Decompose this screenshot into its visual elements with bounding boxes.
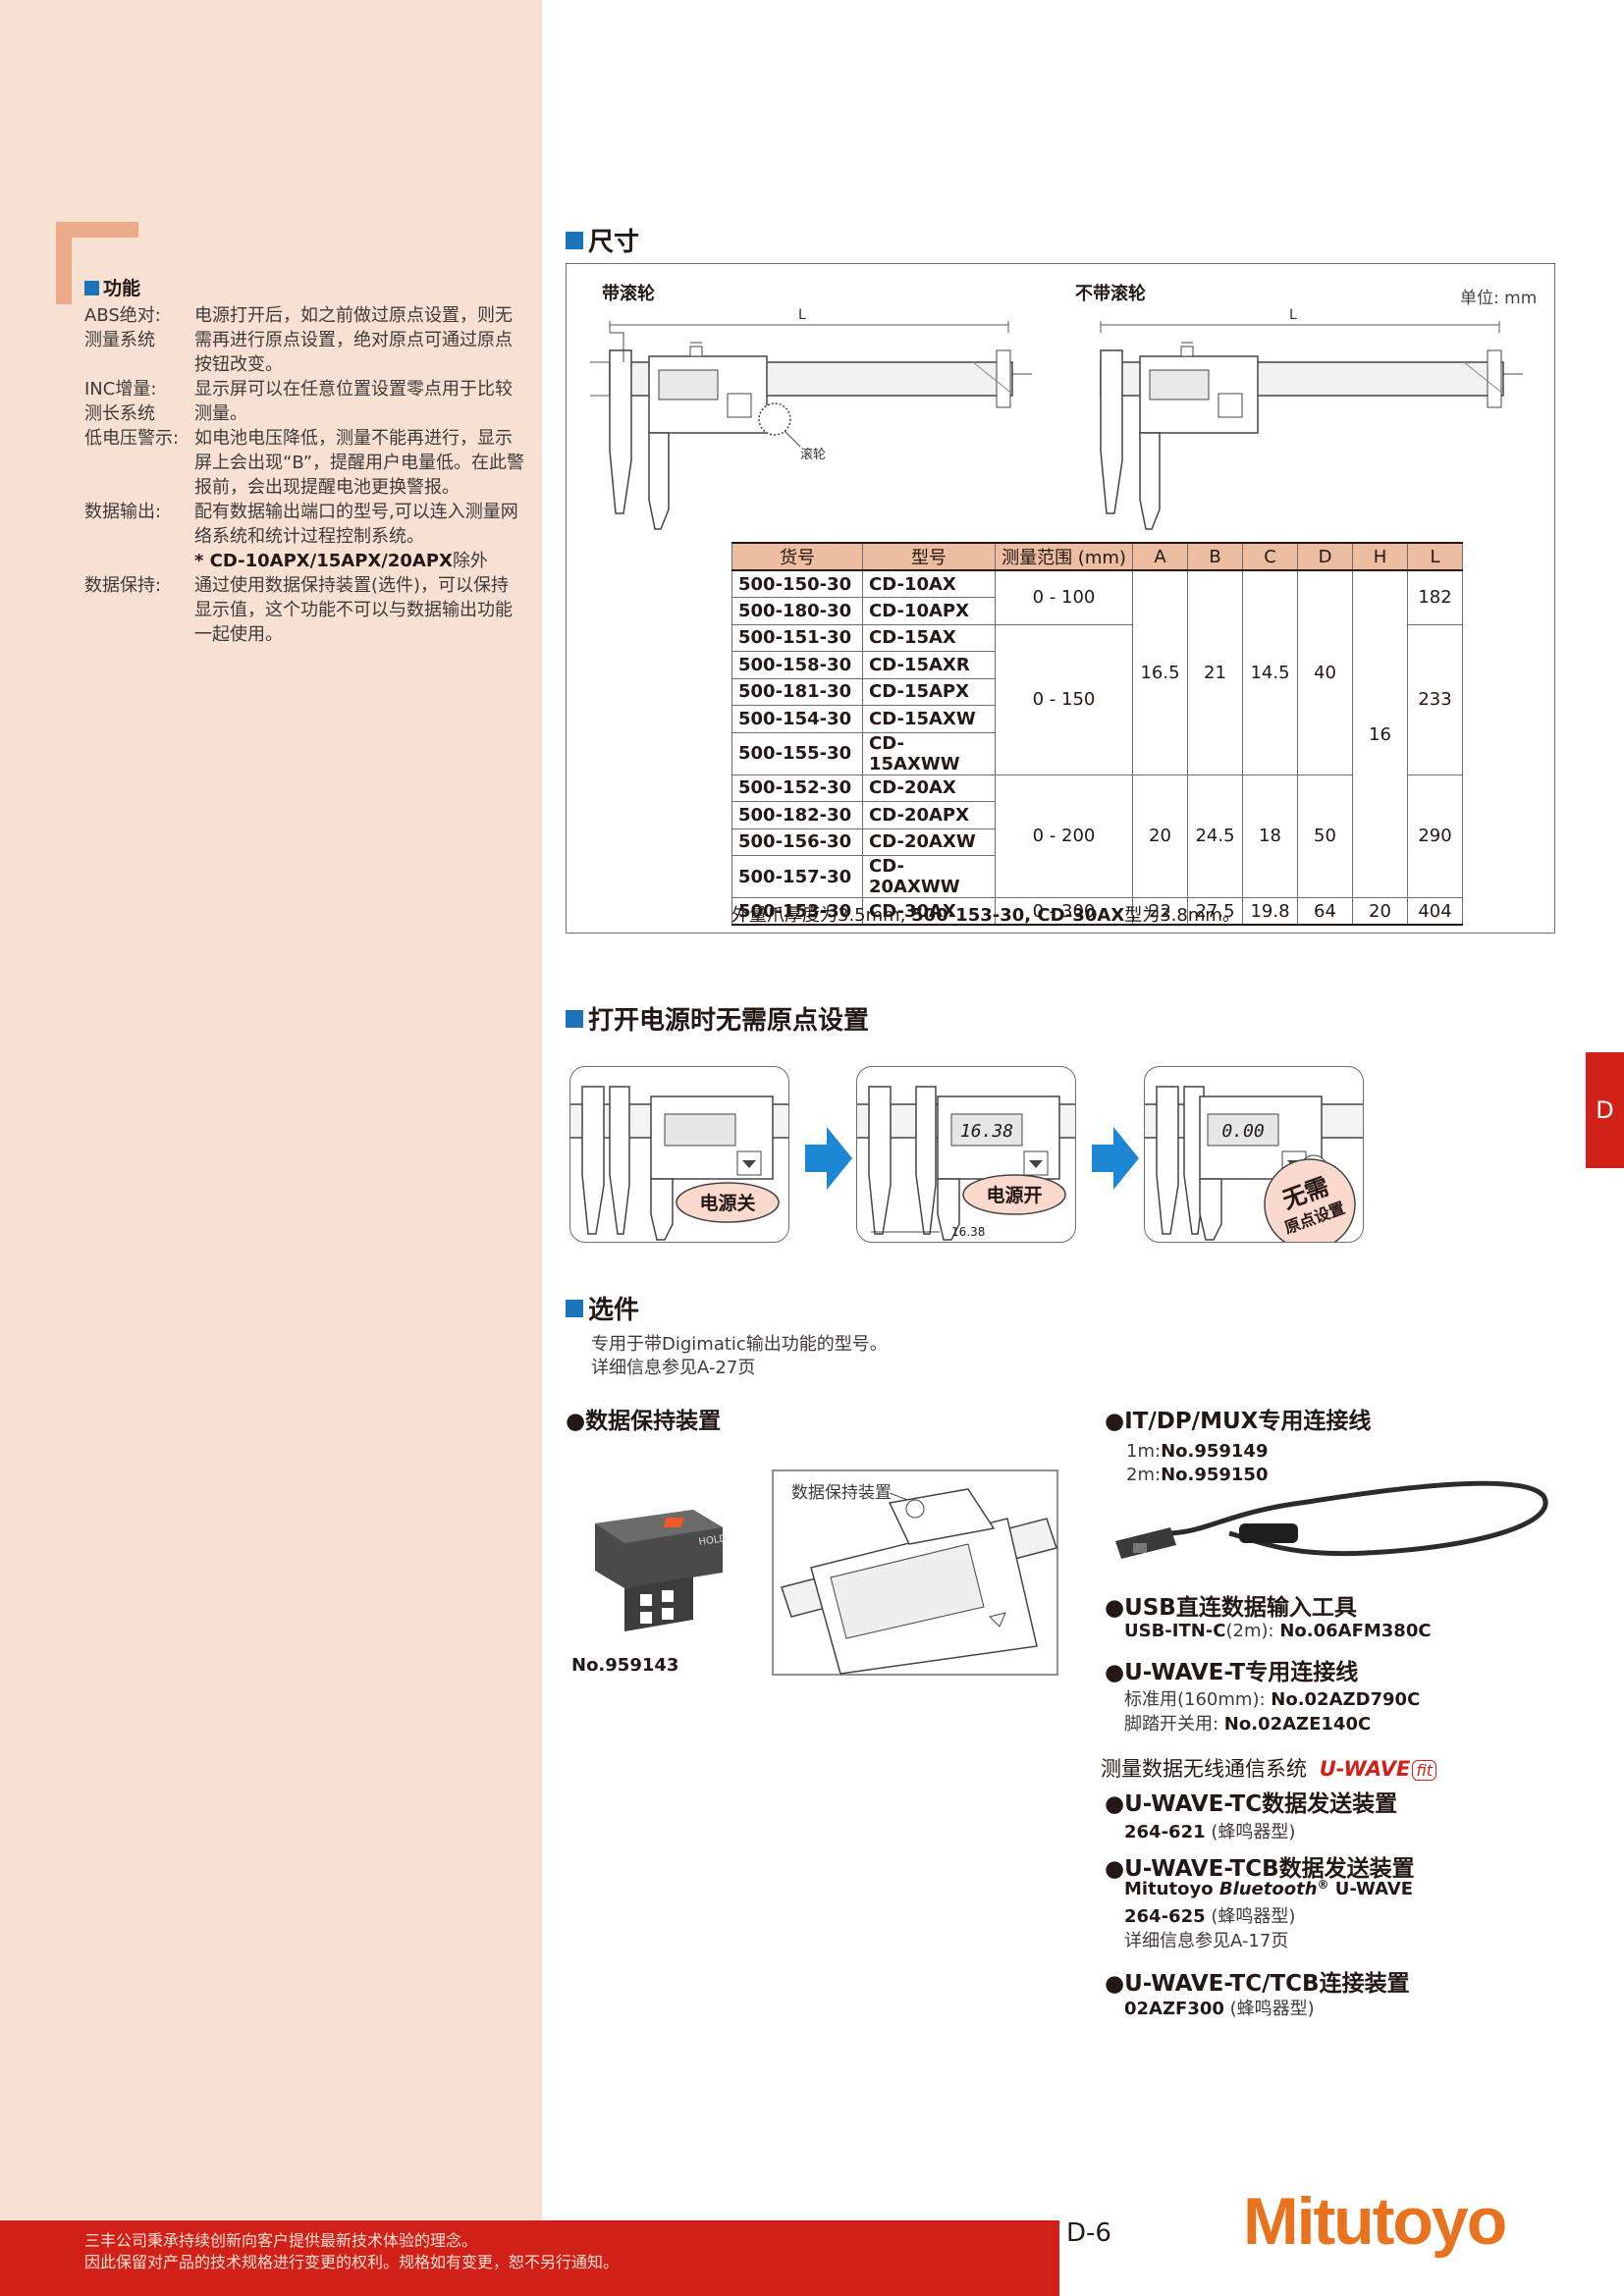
cable-1m: 1m:No.959149 <box>1126 1441 1269 1462</box>
footer-bar <box>0 2220 1059 2296</box>
no-origin-heading: 打开电源时无需原点设置 <box>566 1000 869 1037</box>
caliper-without-roller-drawing: L <box>1100 307 1523 530</box>
data-hold-device-image: HOLD <box>595 1510 728 1631</box>
dimensions-note: 外量爪厚度为3.5mm, 500-153-30, CD-30AX型为3.8mm。 <box>731 905 1240 926</box>
power-on-panel: 16.38 16.38 电源开 <box>856 1066 1076 1243</box>
without-roller-label: 不带滚轮 <box>1075 284 1146 304</box>
uwave-tc-number: 264-621 (蜂鸣器型) <box>1124 1822 1296 1842</box>
unit-label: 单位: mm <box>1460 289 1538 308</box>
power-off-panel: 电源关 <box>569 1066 789 1243</box>
arrow-right-icon <box>1092 1127 1139 1190</box>
data-hold-number: No.959143 <box>571 1655 679 1676</box>
dim-l-label: L <box>798 307 806 323</box>
display-value: 0.00 <box>1221 1121 1264 1142</box>
with-roller-label: 带滚轮 <box>602 284 655 304</box>
function-item: INC增量:测长系统 显示屏可以在任意位置设置零点用于比较测量。 <box>84 379 513 424</box>
uwave-t-standard: 标准用(160mm): No.02AZD790C <box>1124 1689 1421 1710</box>
roller-label: 滚轮 <box>800 447 826 462</box>
data-hold-label: 数据保持装置 <box>791 1483 892 1503</box>
function-item: 低电压警示: 如电池电压降低，测量不能再进行，显示屏上会出现“B”，提醒用户电量… <box>84 428 525 498</box>
dim-l-label: L <box>1289 307 1297 323</box>
uwave-t-footswitch: 脚踏开关用: No.02AZE140C <box>1124 1714 1372 1735</box>
dim-value: 16.38 <box>951 1225 985 1239</box>
usb-title: ●USB直连数据输入工具 <box>1105 1595 1357 1621</box>
spec-header-row: 货号 型号 测量范围 (mm) A B C D H L <box>731 542 1463 571</box>
uwave-tcb-reference: 详细信息参见A-17页 <box>1124 1931 1289 1951</box>
data-hold-mounted-drawing: 数据保持装置 <box>772 1469 1058 1676</box>
function-list: 功能 ABS绝对:测量系统 电源打开后，如之前做过原点设置，则无需再进行原点设置… <box>84 277 526 647</box>
left-panel <box>0 0 542 2296</box>
options-intro: 专用于带Digimatic输出功能的型号。 详细信息参见A-27页 <box>591 1334 888 1378</box>
display-value: 16.38 <box>960 1121 1013 1142</box>
mitutoyo-logo: Mitutoyo <box>1243 2184 1507 2259</box>
uwave-tcb-number: 264-625 (蜂鸣器型) <box>1124 1906 1296 1927</box>
uwave-logo: U-WAVE <box>1319 1757 1411 1781</box>
function-item: 数据输出: 配有数据输出端口的型号,可以连入测量网络系统和统计过程控制系统。* … <box>84 502 518 571</box>
uwave-fit-logo: fit <box>1412 1760 1436 1781</box>
caliper-with-roller-drawing: L 滚轮 <box>590 307 1032 530</box>
uwave-tc-title: ●U-WAVE-TC数据发送装置 <box>1105 1791 1398 1817</box>
connecting-cable-image <box>1115 1480 1548 1559</box>
dimensions-heading: 尺寸 <box>566 222 639 258</box>
section-tab-d[interactable]: D <box>1586 1052 1624 1168</box>
cable-title: ●IT/DP/MUX专用连接线 <box>1105 1409 1372 1434</box>
uwave-tcb-title: ●U-WAVE-TCB数据发送装置 <box>1105 1856 1415 1882</box>
options-heading: 选件 <box>566 1290 639 1326</box>
footer-disclaimer: 三丰公司秉承持续创新向客户提供最新技术体验的理念。 因此保留对产品的技术规格进行… <box>84 2231 620 2271</box>
uwave-tcb-line: Mitutoyo Bluetooth® U-WAVE <box>1124 1878 1414 1899</box>
page-number: D-6 <box>1066 2218 1111 2248</box>
arrow-right-icon <box>805 1127 852 1190</box>
dimensions-box: 带滚轮 不带滚轮 单位: mm L 滚轮 L <box>566 263 1555 934</box>
data-hold-title: ●数据保持装置 <box>566 1409 722 1434</box>
power-on-label: 电源开 <box>986 1184 1042 1206</box>
usb-number: USB-ITN-C(2m): No.06AFM380C <box>1124 1621 1432 1641</box>
cable-2m: 2m:No.959150 <box>1126 1465 1269 1485</box>
function-item: 数据保持: 通过使用数据保持装置(选件)，可以保持显示值，这个功能不可以与数据输… <box>84 575 513 645</box>
no-origin-panel: 0.00 无需 原点设置 <box>1144 1066 1364 1243</box>
power-off-label: 电源关 <box>699 1192 755 1214</box>
uwave-t-title: ●U-WAVE-T专用连接线 <box>1105 1660 1359 1685</box>
function-item: ABS绝对:测量系统 电源打开后，如之前做过原点设置，则无需再进行原点设置，绝对… <box>84 305 513 375</box>
uwave-conn-number: 02AZF300 (蜂鸣器型) <box>1124 1999 1315 2019</box>
uwave-conn-title: ●U-WAVE-TC/TCB连接装置 <box>1105 1971 1410 1997</box>
corner-mark <box>56 222 138 304</box>
hold-text: HOLD <box>698 1533 728 1548</box>
function-title: 功能 <box>84 277 526 301</box>
